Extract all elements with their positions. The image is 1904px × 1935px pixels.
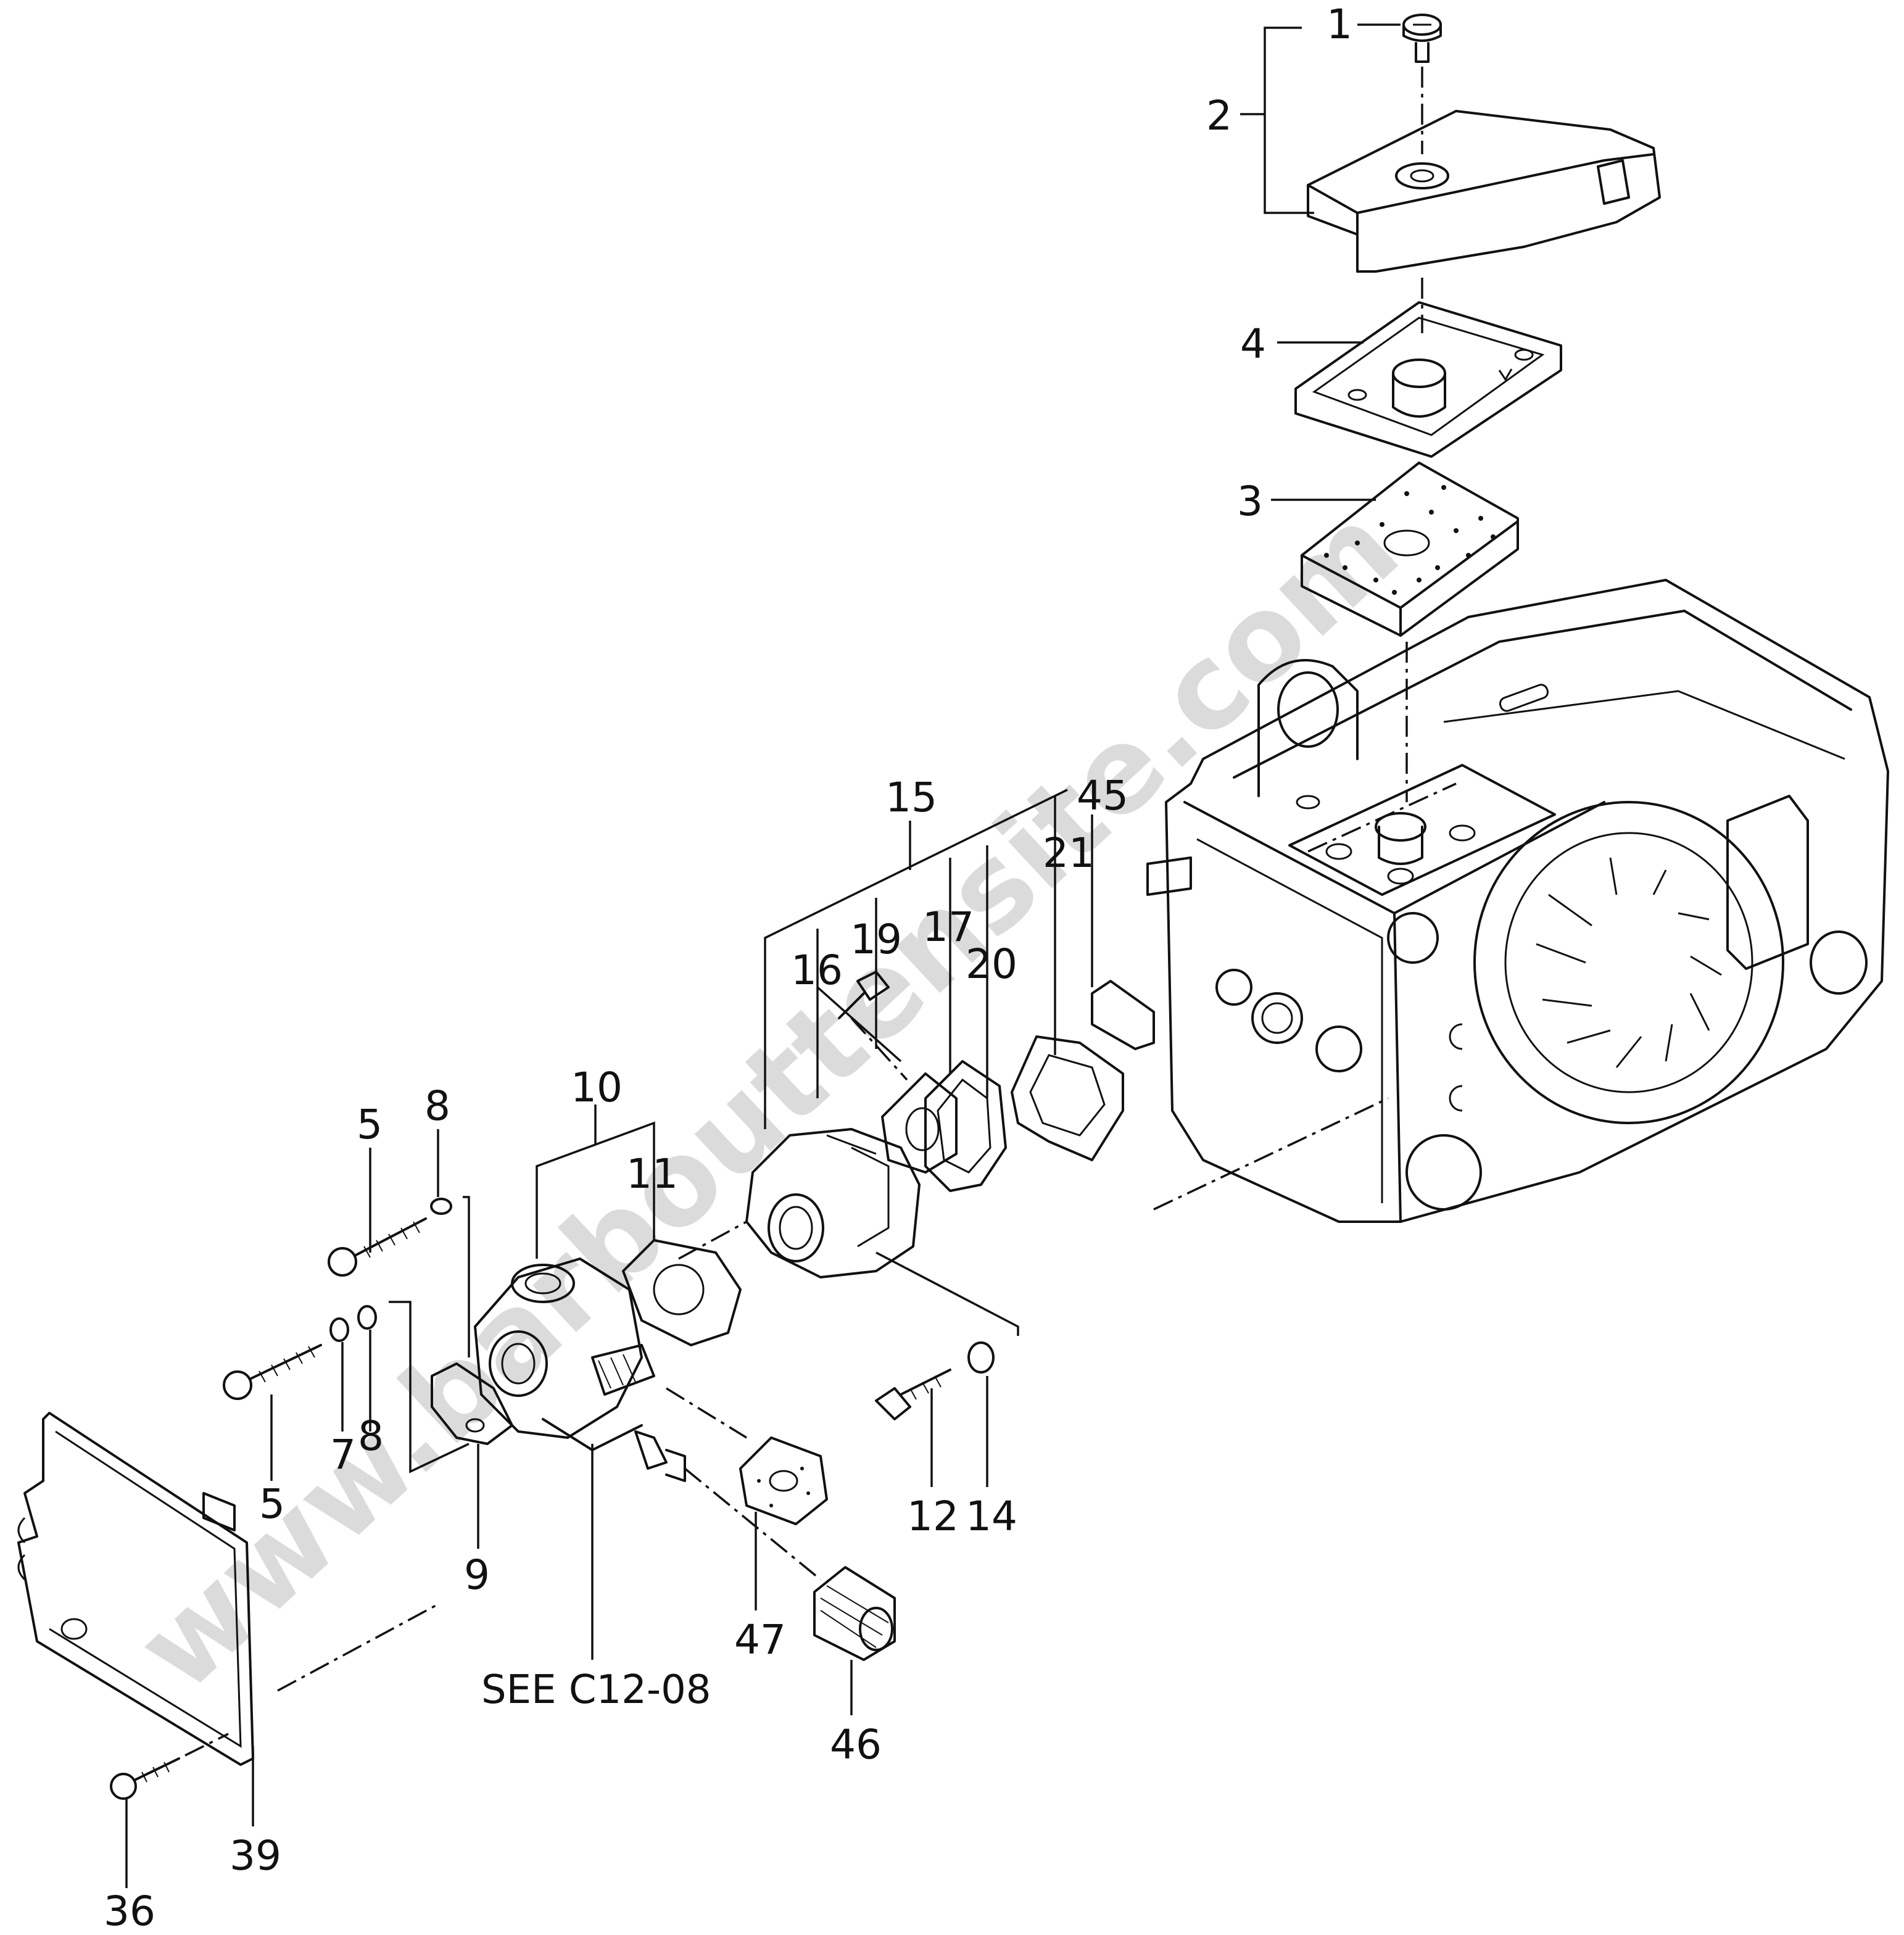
callout-15: 15 (885, 774, 937, 821)
callout-8-upper: 8 (424, 1082, 450, 1130)
callout-16: 16 (791, 947, 843, 994)
intake-manifold (745, 1128, 921, 1278)
side-cover (17, 1412, 254, 1766)
callout-numbers: 1 2 4 3 15 45 21 19 17 20 16 10 11 5 8 5… (104, 1, 1352, 1935)
callout-5-lower: 5 (259, 1480, 285, 1528)
callout-45: 45 (1077, 772, 1128, 819)
intake-spacer-parts (745, 971, 1155, 1278)
cover-screw (1402, 14, 1442, 63)
callout-12: 12 (907, 1493, 959, 1540)
callout-39: 39 (230, 1832, 281, 1879)
engine-crankcase (1146, 579, 1889, 1223)
callout-46: 46 (830, 1721, 882, 1768)
callout-47: 47 (734, 1616, 786, 1664)
fuel-filter-large (813, 1566, 896, 1661)
callout-17: 17 (922, 903, 974, 951)
callout-19: 19 (850, 916, 902, 963)
watermark-text: www.barbouttensite.com (111, 480, 1424, 1717)
adapter-screw (875, 1369, 951, 1420)
adapter-washer (967, 1341, 995, 1374)
mounting-bolt (838, 971, 890, 1019)
callout-4: 4 (1240, 320, 1266, 368)
air-filter-assembly (1294, 14, 1661, 802)
air-filter-cover (1307, 110, 1661, 273)
callout-8-lower: 8 (358, 1412, 384, 1460)
callout-9: 9 (464, 1551, 490, 1599)
callout-3: 3 (1237, 478, 1263, 525)
callout-1: 1 (1327, 1, 1352, 48)
filter-element-frame (1294, 301, 1562, 458)
callout-21: 21 (1043, 829, 1095, 877)
carburetor (474, 1258, 686, 1482)
carburetor-gasket (622, 1239, 742, 1346)
carburetor-screws (223, 1198, 452, 1400)
callout-20: 20 (966, 940, 1017, 988)
callout-11: 11 (626, 1150, 678, 1198)
reference-note: SEE C12-08 (481, 1667, 711, 1713)
alignment-lines (184, 1017, 1389, 1757)
callout-10: 10 (571, 1064, 623, 1111)
side-cover-screw (110, 1757, 180, 1800)
leader-lines (125, 23, 1401, 1888)
callout-7: 7 (330, 1431, 356, 1478)
callout-5-upper: 5 (357, 1101, 383, 1148)
foam-filter (1301, 462, 1519, 637)
insulator-block (881, 1072, 958, 1174)
callout-2: 2 (1206, 92, 1232, 139)
spacer-plate (1091, 980, 1155, 1050)
callout-36: 36 (104, 1887, 155, 1935)
fuel-filter-small (739, 1436, 828, 1525)
choke-plate (431, 1362, 513, 1445)
intake-gasket (1011, 1035, 1124, 1161)
callout-14: 14 (966, 1493, 1017, 1540)
